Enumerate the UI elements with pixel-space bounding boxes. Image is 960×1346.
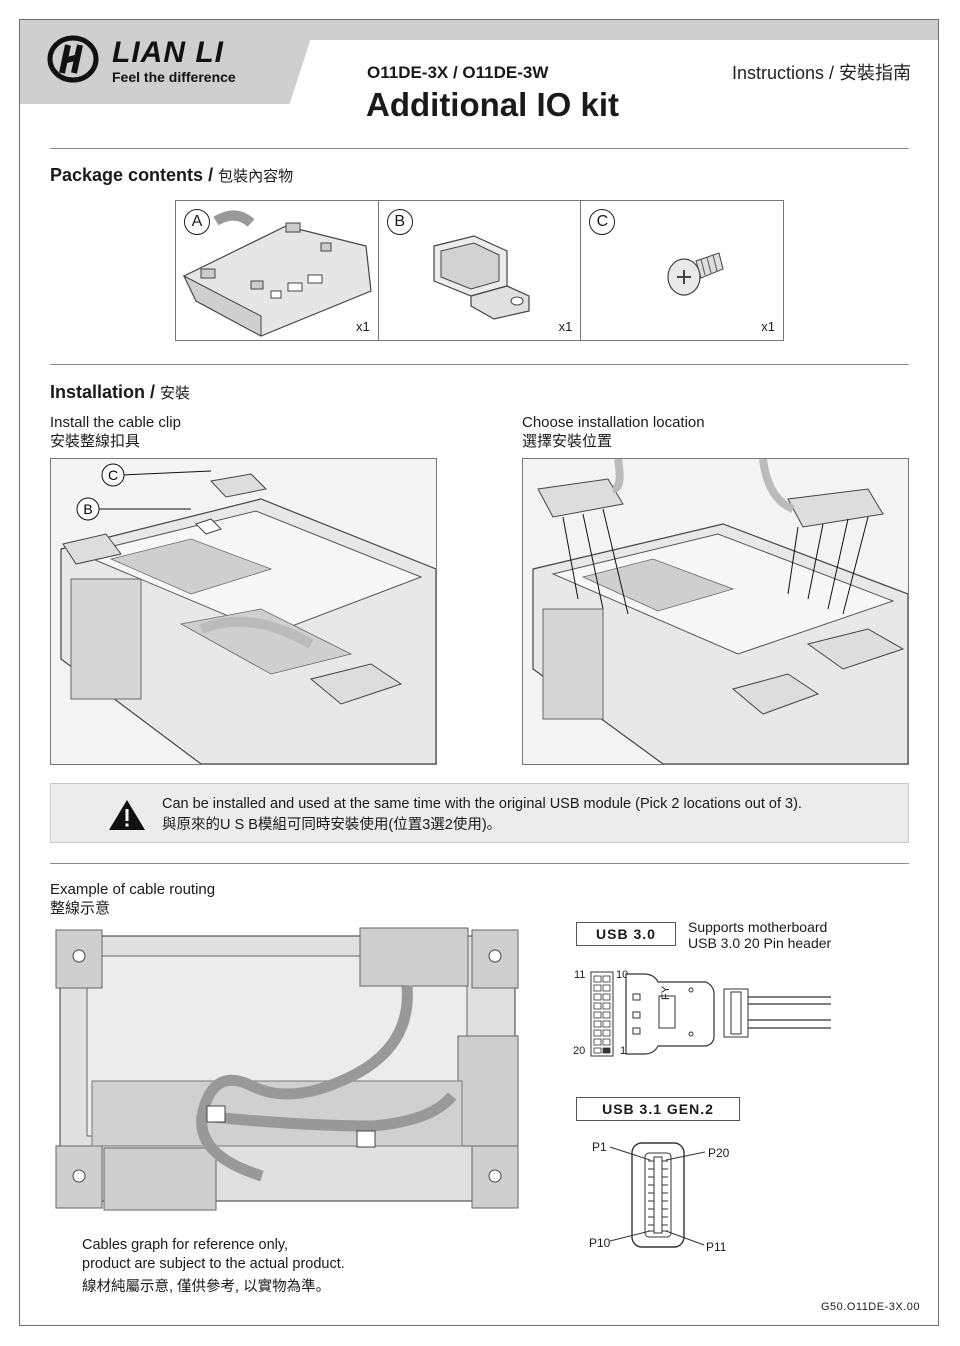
warning-box: Can be installed and used at the same ti… [50, 783, 909, 843]
step2-label: Choose installation location 選擇安裝位置 [522, 413, 705, 451]
warning-text-zh: 與原來的U S B模組可同時安裝使用(位置3選2使用)。 [162, 817, 502, 833]
doc-type: Instructions / 安裝指南 [731, 63, 911, 83]
screw-icon [667, 252, 724, 296]
package-item-c: C x1 [581, 201, 783, 340]
installation-heading: Installation / 安裝 [50, 382, 190, 403]
page-frame [19, 19, 939, 1326]
package-item-b: B x1 [379, 201, 582, 340]
model-number: O11DE-3X / O11DE-3W [367, 63, 549, 82]
package-heading-en: Package contents / [50, 165, 214, 185]
divider [50, 863, 909, 864]
warning-triangle-icon [109, 800, 145, 830]
usb30-pin1: 1 [620, 1045, 627, 1057]
routing-label-en: Example of cable routing [50, 881, 216, 898]
usb30-pin11: 11 [574, 969, 586, 981]
usb30-desc-line2: USB 3.0 20 Pin header [688, 935, 832, 951]
package-qty-c: x1 [761, 319, 776, 334]
usb30-label: USB 3.0 [576, 922, 676, 946]
footnote-line1: Cables graph for reference only, [82, 1237, 289, 1253]
case-top-illustration: C B [60, 463, 436, 764]
callout-b: B [83, 501, 92, 517]
step2-label-en: Choose installation location [522, 414, 705, 431]
package-item-a: A x1 [176, 201, 379, 340]
brand-name: LIAN LI [112, 36, 224, 69]
step1-label-en: Install the cable clip [50, 414, 181, 431]
page-title: Additional IO kit [366, 86, 619, 123]
package-contents-grid: A x1 B x1 C x1 [175, 200, 784, 341]
usb30-pin20: 20 [573, 1045, 586, 1057]
usb31-label: USB 3.1 GEN.2 [576, 1097, 740, 1121]
brand-tagline: Feel the difference [112, 69, 236, 85]
package-letter-a: A [184, 209, 210, 235]
cable-clip-icon [433, 235, 530, 320]
footnote-line3: 線材純屬示意, 僅供參考, 以實物為準。 [82, 1279, 331, 1295]
usb31-connector-illustration [609, 1142, 706, 1248]
step2-label-zh: 選擇安裝位置 [522, 433, 613, 450]
installation-heading-en: Installation / [50, 382, 156, 402]
case-top-locations-illustration [532, 459, 908, 764]
lianli-logo-icon [47, 35, 99, 83]
warning-text-en: Can be installed and used at the same ti… [162, 796, 802, 812]
routing-label: Example of cable routing 整線示意 [50, 880, 215, 918]
case-top-down-illustration [55, 927, 519, 1211]
usb31-pin-p10: P10 [589, 1236, 611, 1250]
cable-clip-illustration: C B [50, 458, 437, 765]
usb30-pin10: 10 [616, 969, 629, 981]
divider [50, 364, 909, 365]
footnote: Cables graph for reference only, product… [82, 1236, 345, 1297]
step1-label-zh: 安裝整線扣具 [50, 433, 141, 450]
warning-text: Can be installed and used at the same ti… [162, 794, 802, 836]
usb30-description: Supports motherboard USB 3.0 20 Pin head… [688, 919, 831, 951]
usb30-key-label: FY [660, 985, 672, 1000]
install-location-illustration [522, 458, 909, 765]
package-qty-a: x1 [355, 319, 370, 334]
usb30-desc-line1: Supports motherboard [688, 919, 828, 935]
package-letter-c: C [589, 209, 616, 235]
divider [50, 148, 909, 149]
usb31-pin-p1: P1 [592, 1140, 607, 1154]
package-letter-b: B [386, 209, 413, 235]
io-board-icon [182, 210, 372, 337]
footnote-line2: product are subject to the actual produc… [82, 1256, 345, 1272]
usb31-pin-p20: P20 [708, 1146, 730, 1160]
installation-heading-zh: 安裝 [160, 385, 191, 402]
package-heading-zh: 包裝內容物 [218, 168, 294, 185]
usb31-pin-p11: P11 [706, 1240, 727, 1254]
routing-label-zh: 整線示意 [50, 900, 111, 917]
package-heading: Package contents / 包裝內容物 [50, 165, 293, 186]
package-qty-b: x1 [558, 319, 573, 334]
usb30-connector-illustration [590, 971, 831, 1057]
document-number: G50.O11DE-3X.00 [820, 1301, 920, 1313]
cable-routing-illustration [52, 926, 520, 1211]
callout-c: C [108, 467, 118, 483]
step1-label: Install the cable clip 安裝整線扣具 [50, 413, 181, 451]
